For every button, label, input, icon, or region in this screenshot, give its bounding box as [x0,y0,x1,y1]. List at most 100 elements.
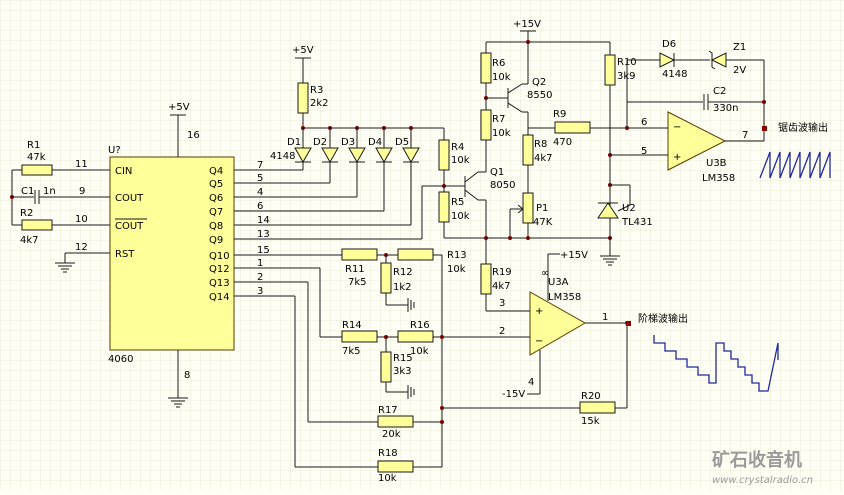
right-pin-name-8: Q13 [209,278,230,289]
ground-tl431 [600,255,620,266]
r5-ref: R5 [451,197,464,208]
ic-4060-vcc-label: +5V [168,102,190,113]
r20-ref: R20 [581,391,601,402]
ic-4060-part: 4060 [108,354,133,365]
d6-part: 4148 [662,69,687,80]
r11-ref: R11 [345,264,365,275]
staircase-port [626,321,631,326]
r9-ref: R9 [553,109,566,120]
q2-part: 8550 [527,90,552,101]
u3a-part: LM358 [548,292,581,303]
pin-12-num: 12 [75,242,88,253]
watermark-url: www.crystalradio.cn [712,475,813,486]
r4-ref: R4 [451,142,464,153]
diode-d3 [348,147,366,164]
r2-ref: R2 [20,208,33,219]
r8-value: 4k7 [534,153,553,164]
ic-4060-pin-gnd: 8 [184,370,190,381]
u3a-plus: + [535,306,543,317]
right-pin-num-2: 4 [257,187,263,198]
d4-ref: D4 [368,137,382,148]
u3a-vee: -15V [502,389,525,400]
u3a-minus: − [535,336,543,347]
c1-ref: C1 [21,186,34,197]
resistor-r17 [377,415,414,428]
resistor-r18 [377,460,414,473]
u3b-body [667,111,727,171]
diode-bank [275,126,444,240]
r17-ref: R17 [378,405,398,416]
u3a-pin-gnd: 4 [528,377,534,388]
u3b-ref: U3B [706,158,727,169]
resistor-r14 [341,330,378,343]
right-pin-num-4: 14 [257,215,270,226]
ic-4060: U? 4060 +5V 16 8 11 9 10 12 CIN COUT COU… [65,102,275,408]
u3a-vcc: +15V [560,250,588,261]
p1-value: 47K [533,217,553,228]
diode-d1 [294,147,312,164]
resistor-r13 [397,248,434,261]
ground-rst [55,262,75,273]
potentiometer-p1 [522,192,534,224]
right-pin-num-0: 7 [257,160,263,171]
u3a-body [529,291,587,356]
r15-value: 3k3 [393,366,412,377]
u3a-pin-minus: 2 [499,326,505,337]
resistor-r20 [579,401,616,414]
right-pin-name-6: Q10 [209,251,230,262]
r9-value: 470 [553,137,572,148]
r6-ref: R6 [492,58,505,69]
sawtooth-output-label: 锯齿波输出 [778,121,828,134]
rail-15v-top: +15V [513,19,541,30]
pin-cout-name: COUT [115,193,144,204]
right-pin-num-6: 15 [257,245,270,256]
pin-rst-name: RST [115,249,135,260]
u3a-ref: U3A [548,277,569,288]
right-pin-name-3: Q7 [209,207,223,218]
resistor-r15 [380,351,392,383]
z1-ref: Z1 [733,42,746,53]
oscillator-network: R1 47k C1 1n R2 4k7 [10,140,65,246]
diode-d5 [402,147,420,164]
diode-d4 [375,147,393,164]
pin-cout-bar-name: COUT [115,221,144,232]
resistor-r16 [397,330,434,343]
right-pin-num-8: 2 [257,272,263,283]
diode-d6 [659,52,676,68]
d3-ref: D3 [341,137,355,148]
resistor-r12 [380,262,392,294]
q1-part: 8050 [490,180,515,191]
resistor-r5 [438,191,450,223]
r6-value: 10k [492,72,511,83]
q1-ref: Q1 [490,167,504,178]
q2-ref: Q2 [532,77,546,88]
r14-value: 7k5 [342,346,361,357]
u2-part: TL431 [621,217,653,228]
u3a-opamp: + − 3 2 1 U3A LM358 ∞ 4 +15V -15V 阶梯波输出 … [442,250,779,427]
r1-ref: R1 [27,140,40,151]
u3b-plus: + [673,152,681,163]
d5-ref: D5 [395,137,409,148]
r16-value: 10k [410,346,429,357]
right-pin-name-9: Q14 [209,292,230,303]
tl431-symbol [597,202,619,219]
resistor-r6 [480,52,492,84]
u2-ref: U2 [622,203,636,214]
r7-value: 10k [492,128,511,139]
right-pin-name-2: Q6 [209,193,223,204]
resistor-r8 [522,134,534,166]
ground-ic [168,397,188,408]
resistor-r2 [21,219,53,231]
staircase-waveform [653,335,779,392]
right-pin-num-9: 3 [257,286,263,297]
u3a-pin-out: 1 [602,312,608,323]
resistor-r4 [438,139,450,171]
resistor-r1 [21,164,53,176]
u3a-pin-plus: 3 [499,298,505,309]
diode-d2 [321,147,339,164]
r13-value: 10k [447,264,466,275]
reference-section: R10 3k9 U2 TL431 [597,42,653,266]
r13-ref: R13 [447,250,467,261]
